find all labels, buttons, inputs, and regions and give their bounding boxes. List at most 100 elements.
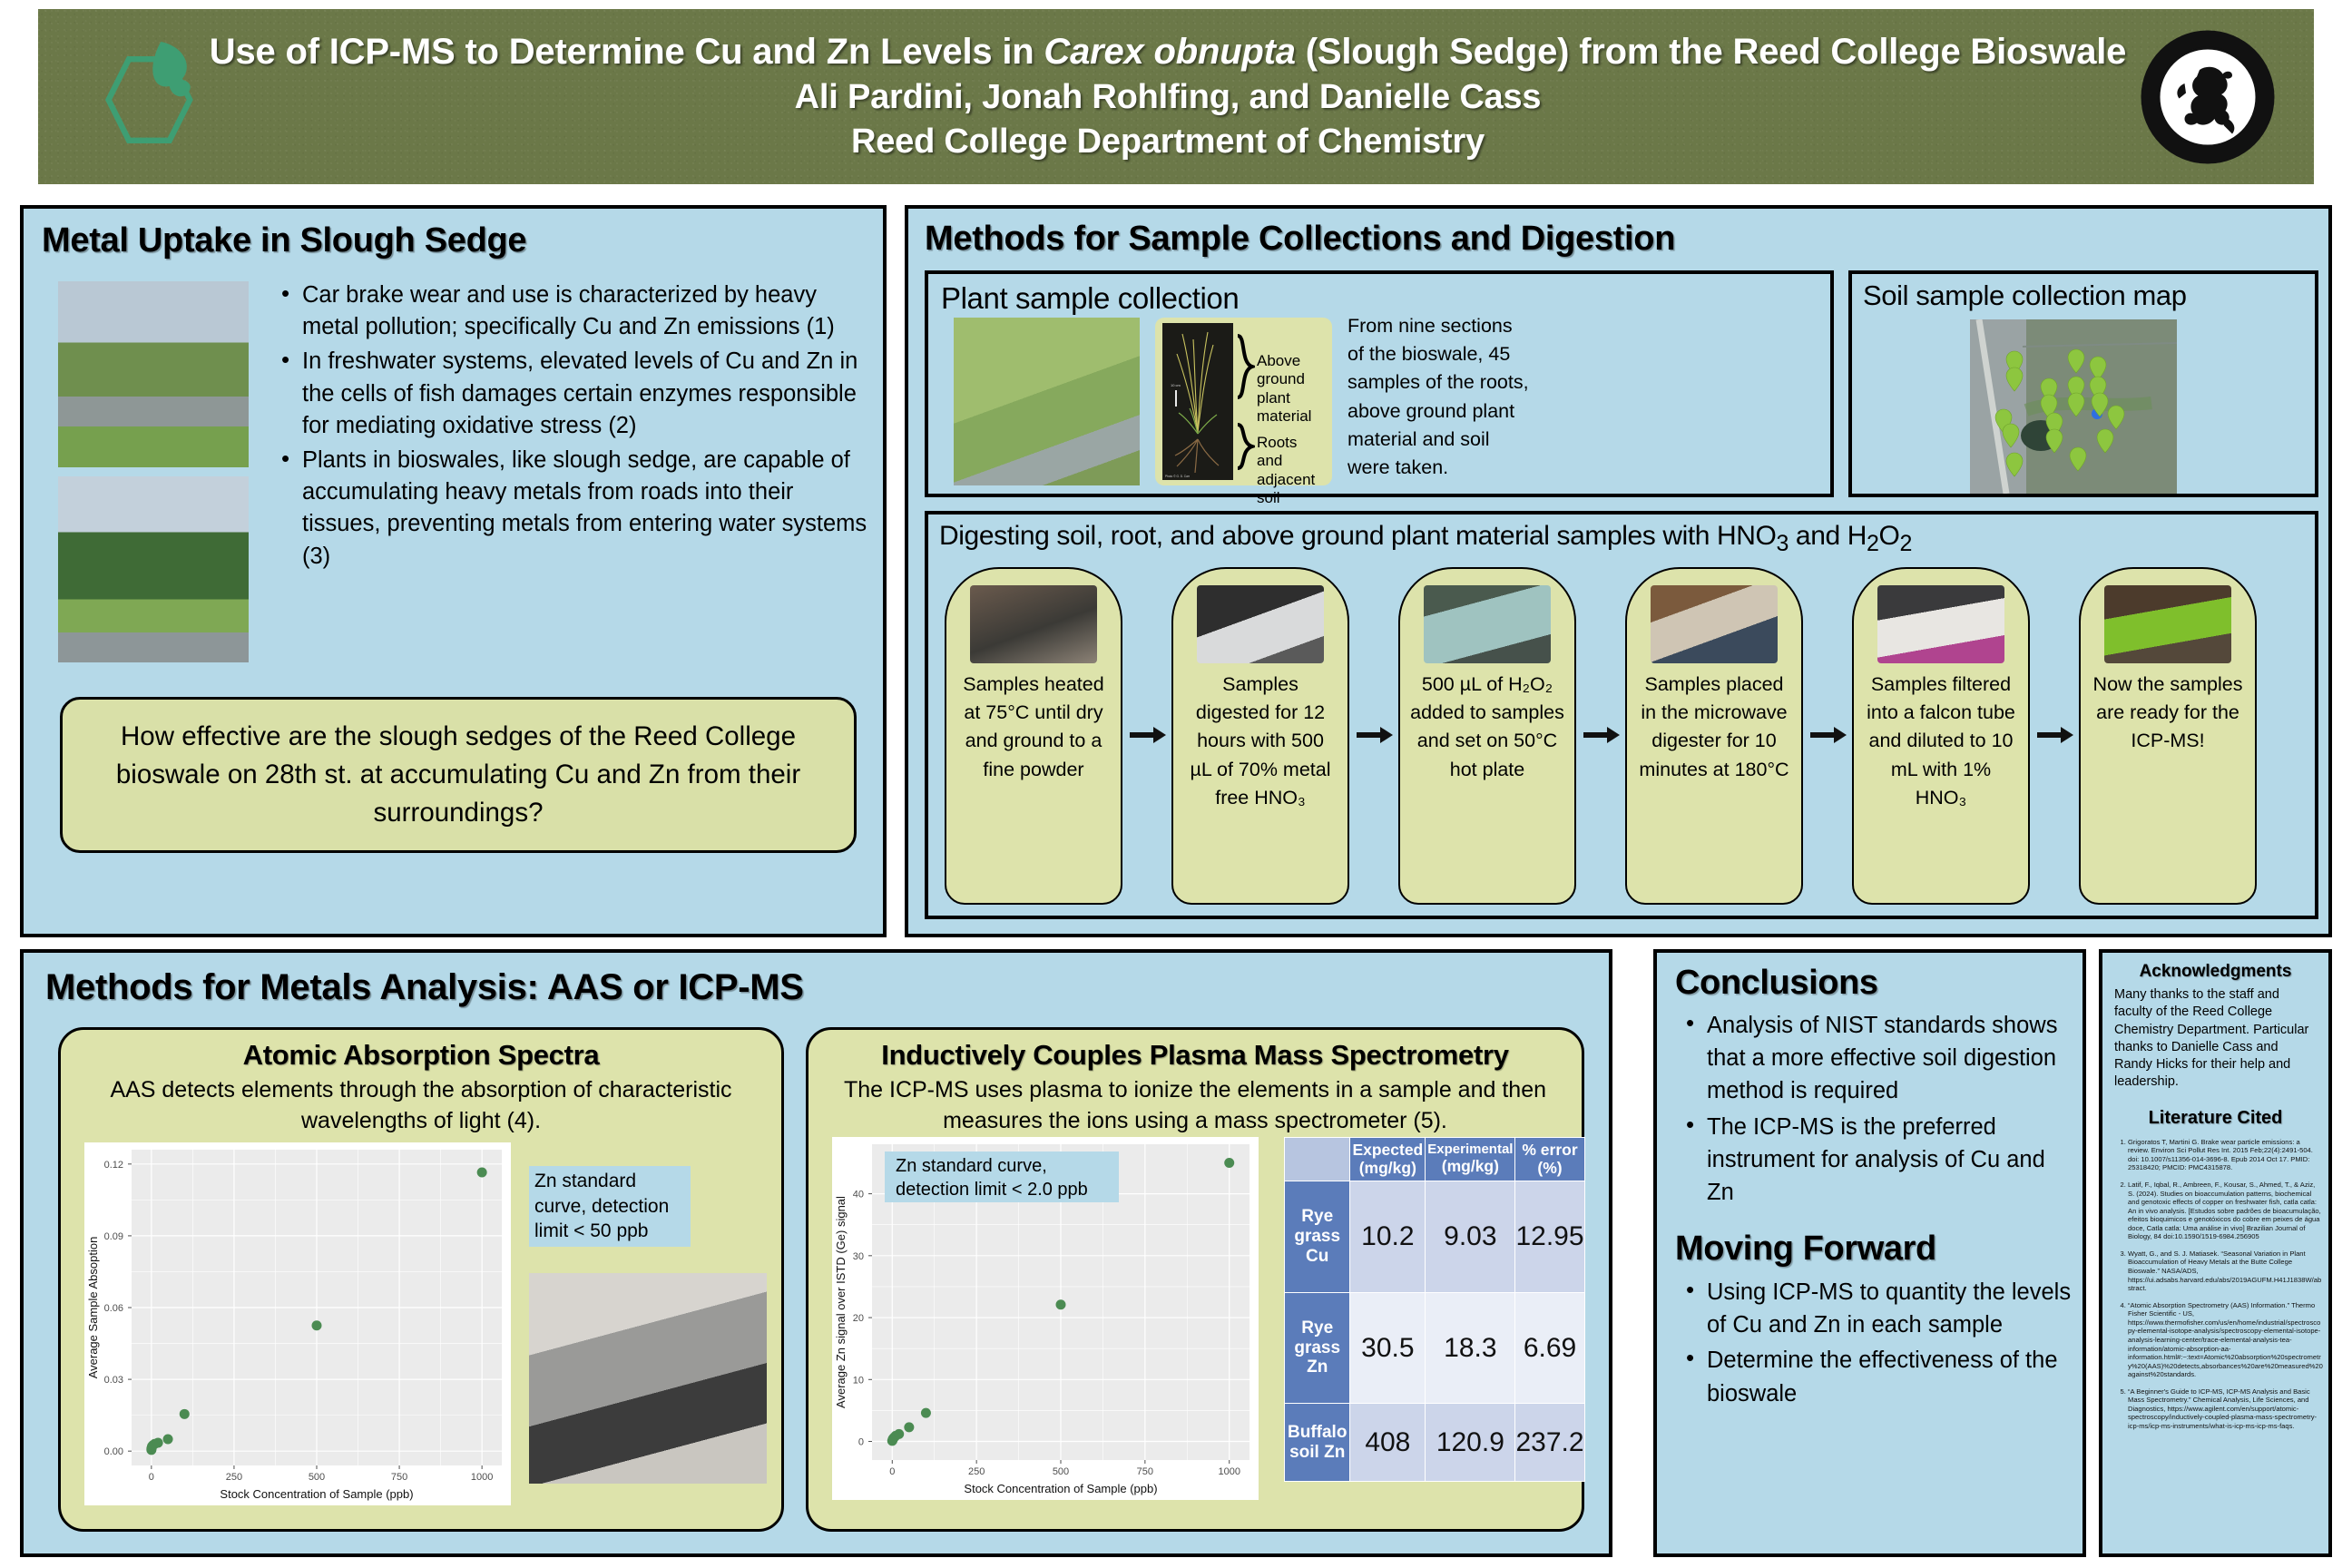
arrow-right-icon-5 (2037, 727, 2073, 743)
cell-error: 12.95 (1514, 1181, 1585, 1293)
roadside-bioswale-photo-2 (58, 476, 249, 662)
cell-experimental: 120.9 (1425, 1403, 1516, 1482)
svg-text:10: 10 (853, 1375, 864, 1386)
metals-analysis-panel: Methods for Metals Analysis: AAS or ICP-… (20, 949, 1612, 1557)
sample-count-text: From nine sections of the bioswale, 45 s… (1348, 315, 1529, 478)
poster-title: Use of ICP-MS to Determine Cu and Zn Lev… (209, 32, 2127, 72)
svg-text:Stock Concentration of Sample: Stock Concentration of Sample (ppb) (964, 1482, 1157, 1495)
sedge-plant-illustration-icon: 10 cm Photo © G. D. Carr (1165, 331, 1220, 478)
svg-text:20: 20 (853, 1313, 864, 1324)
svg-text:1000: 1000 (471, 1472, 493, 1483)
plant-sample-collection-heading: Plant sample collection (941, 281, 1240, 315)
step-3-text: 500 µL of H₂O₂ added to samples and set … (1410, 673, 1564, 780)
aas-subtitle: AAS detects elements through the absorpt… (110, 1077, 732, 1133)
step-3-photo (1424, 585, 1551, 663)
literature-cited-heading: Literature Cited (2148, 1107, 2283, 1128)
table-col-expected: Expected(mg/kg) (1349, 1136, 1426, 1182)
step-5-photo (1877, 585, 2004, 663)
aas-card: Atomic Absorption Spectra AAS detects el… (58, 1027, 784, 1532)
list-item: The ICP-MS is the preferred instrument f… (1682, 1109, 2073, 1210)
research-question-box: How effective are the slough sedges of t… (60, 697, 857, 853)
poster-header: Use of ICP-MS to Determine Cu and Zn Lev… (38, 9, 2314, 184)
table-row: Rye grass Cu 10.2 9.03 12.95 (1283, 1181, 1585, 1293)
table-corner-cell (1283, 1136, 1351, 1182)
citation-item: Latif, F., Iqbal, R., Ambreen, F., Kousa… (2128, 1181, 2323, 1241)
svg-text:40: 40 (853, 1190, 864, 1200)
step-1-text: Samples heated at 75°C until dry and gro… (963, 673, 1104, 780)
acknowledgments-panel: Acknowledgments Many thanks to the staff… (2099, 949, 2332, 1557)
data-point (152, 1437, 163, 1448)
list-item: Using ICP-MS to quantity the levels of C… (1682, 1274, 2073, 1341)
arrow-right-icon-3 (1583, 727, 1620, 743)
icpms-title: Inductively Couples Plasma Mass Spectrom… (881, 1039, 1509, 1071)
soil-sample-map-box: Soil sample collection map (1848, 270, 2318, 497)
svg-text:0: 0 (149, 1472, 154, 1483)
soil-collection-satellite-map (1970, 319, 2177, 494)
map-pins-overlay-icon (1970, 319, 2177, 494)
aas-callout: Zn standard curve, detection limit < 50 … (529, 1166, 691, 1248)
svg-text:0.06: 0.06 (104, 1303, 123, 1314)
step-4-text: Samples placed in the microwave digester… (1639, 673, 1789, 780)
table-row: Buffalo soil Zn 408 120.9 237.2 (1283, 1403, 1585, 1482)
list-item: Analysis of NIST standards shows that a … (1682, 1007, 2073, 1108)
table-col-error: % error(%) (1514, 1136, 1585, 1182)
digestion-step-5: Samples filtered into a falcon tube and … (1852, 567, 2030, 905)
svg-text:30: 30 (853, 1251, 864, 1262)
citation-item: Grigoratos T, Martini G. Brake wear part… (2128, 1138, 2323, 1172)
digestion-step-4: Samples placed in the microwave digester… (1625, 567, 1803, 905)
plant-sample-collection-box: Plant sample collection (925, 270, 1834, 506)
conclusions-bullet-list: Analysis of NIST standards shows that a … (1682, 1007, 2073, 1211)
digestion-step-3: 500 µL of H₂O₂ added to samples and set … (1398, 567, 1576, 905)
aas-title: Atomic Absorption Spectra (242, 1039, 600, 1071)
citation-item: Wyatt, G., and S. J. Matiasek. “Seasonal… (2128, 1250, 2323, 1293)
brace-roots-icon (1237, 423, 1255, 470)
metal-uptake-heading: Metal Uptake in Slough Sedge (42, 221, 527, 260)
icpms-subtitle: The ICP-MS uses plasma to ionize the ele… (843, 1077, 1546, 1133)
svg-text:500: 500 (309, 1472, 325, 1483)
bioswale-aerial-photo (954, 318, 1140, 485)
cell-error: 6.69 (1514, 1291, 1585, 1405)
svg-text:0: 0 (858, 1437, 864, 1448)
results-table: Expected(mg/kg) Experimental(mg/kg) % er… (1283, 1136, 1585, 1482)
svg-text:1000: 1000 (1218, 1466, 1240, 1477)
citation-item: “Atomic Absorption Spectrometry (AAS) In… (2128, 1301, 2323, 1379)
digestion-step-6: Now the samples are ready for the ICP-MS… (2079, 567, 2257, 905)
above-ground-label: Above ground plant material (1257, 352, 1312, 426)
cell-experimental: 9.03 (1425, 1181, 1516, 1293)
data-point (476, 1167, 487, 1178)
svg-text:Zn standard curve,: Zn standard curve, (896, 1156, 1047, 1176)
row-label-rye-grass-cu: Rye grass Cu (1283, 1181, 1351, 1293)
digestion-workflow-box: Digesting soil, root, and above ground p… (925, 511, 2318, 919)
svg-text:750: 750 (1137, 1466, 1153, 1477)
row-label-rye-grass-zn: Rye grass Zn (1283, 1291, 1351, 1405)
soil-map-heading: Soil sample collection map (1863, 279, 2187, 311)
step-1-photo (970, 585, 1097, 663)
svg-text:0: 0 (889, 1466, 895, 1477)
cell-expected: 30.5 (1349, 1291, 1426, 1405)
svg-text:detection limit < 2.0 ppb: detection limit < 2.0 ppb (896, 1180, 1088, 1200)
roots-soil-label: Roots and adjacent soil (1257, 434, 1316, 507)
data-point (311, 1320, 322, 1331)
citation-list: Grigoratos T, Martini G. Brake wear part… (2128, 1138, 2323, 1431)
leaf-hexagon-logo-icon (105, 42, 193, 143)
svg-text:Stock Concentration of Sample: Stock Concentration of Sample (ppb) (220, 1487, 413, 1501)
data-point (894, 1428, 905, 1439)
data-point (1055, 1299, 1066, 1310)
aas-instrument-photo (529, 1273, 767, 1484)
digestion-step-2: Samples digested for 12 hours with 500 µ… (1171, 567, 1349, 905)
data-point (904, 1422, 915, 1433)
svg-text:Photo © G. D. Carr: Photo © G. D. Carr (1165, 475, 1191, 478)
table-col-experimental: Experimental(mg/kg) (1425, 1136, 1516, 1182)
metal-uptake-bullet-list: Car brake wear and use is characterized … (278, 278, 867, 575)
poster-affiliation: Reed College Department of Chemistry (850, 122, 1485, 161)
step-2-text: Samples digested for 12 hours with 500 µ… (1190, 673, 1331, 808)
svg-text:250: 250 (226, 1472, 242, 1483)
conclusions-panel: Conclusions Analysis of NIST standards s… (1653, 949, 2086, 1557)
data-point (162, 1434, 173, 1445)
cell-expected: 408 (1349, 1403, 1426, 1482)
